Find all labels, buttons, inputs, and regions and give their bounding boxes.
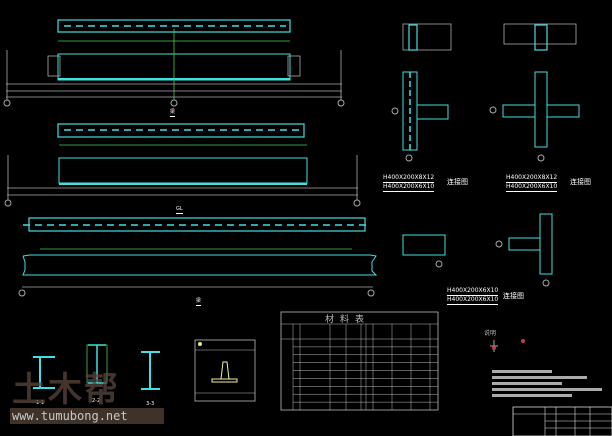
- view-label: 梁: [170, 109, 176, 117]
- beam-stub: [508, 237, 541, 251]
- grid-bubble: [367, 289, 375, 297]
- beam-elevation-3: [18, 217, 378, 297]
- legend-hole-icon: [521, 339, 525, 343]
- grid-bubble: [405, 154, 413, 162]
- detail-title: 连接图: [447, 178, 468, 186]
- detail-plan: [402, 234, 446, 256]
- view-label: GL: [176, 206, 183, 214]
- connection-detail-1: [391, 23, 452, 162]
- material-table: [280, 311, 439, 411]
- grid-bubble: [391, 107, 399, 115]
- column-elevation: [534, 71, 548, 148]
- beam-web-outline: [58, 157, 308, 184]
- legend-hole-icon: [492, 346, 496, 350]
- material-table-title: 材料表: [325, 315, 371, 325]
- notes-title: 说明: [484, 330, 497, 337]
- grid-bubble: [435, 260, 443, 268]
- section-label: H400X200X8X12: [506, 174, 558, 183]
- table-frame: [280, 311, 439, 411]
- section-details: [33, 344, 160, 390]
- column-elevation: [539, 213, 553, 275]
- view-label: 1-1: [36, 400, 45, 406]
- note-line: [492, 382, 562, 385]
- grid-bubble: [489, 106, 497, 114]
- view-label: 3-3: [146, 401, 155, 407]
- beam-web-outline: [22, 254, 378, 276]
- beam-stub-right: [546, 104, 580, 118]
- column-flange: [408, 24, 418, 51]
- beam-stub: [416, 104, 449, 120]
- grid-bubble: [495, 240, 503, 248]
- beam-elevation-1: [3, 19, 345, 107]
- grid-bubble: [542, 279, 550, 287]
- section-label: H400X200X6X10: [383, 183, 435, 192]
- note-line: [492, 376, 587, 379]
- grid-bubble: [18, 289, 26, 297]
- view-label: 2-2: [92, 398, 101, 404]
- section-label: H400X200X6X10: [447, 287, 499, 296]
- title-block: [512, 406, 612, 436]
- section-label: H400X200X6X10: [506, 183, 558, 192]
- grid-bubble: [537, 154, 545, 162]
- connection-detail-2: [489, 23, 580, 162]
- detail-plan: [402, 23, 452, 51]
- beam-elevation-2: [4, 123, 361, 207]
- table-columns: [292, 324, 431, 410]
- end-plate-right: [287, 55, 301, 77]
- section-2-shape: [88, 344, 106, 384]
- note-line: [492, 394, 572, 397]
- beam-stub-left: [502, 104, 536, 118]
- detail-title: 连接图: [503, 292, 524, 300]
- column-flange: [534, 24, 548, 51]
- weld-fin: [220, 361, 230, 380]
- detail-plan: [503, 23, 577, 45]
- grid-bubble: [337, 99, 345, 107]
- detail-title: 连接图: [570, 178, 591, 186]
- weld-symbol-icon: [198, 342, 202, 346]
- section-label: H400X200X8X12: [383, 174, 435, 183]
- weld-plate: [211, 378, 238, 383]
- note-line: [492, 370, 552, 373]
- note-line: [492, 388, 602, 391]
- title-block-frame: [512, 406, 612, 436]
- weld-detail-frame: [194, 339, 256, 402]
- connection-detail-3: [402, 213, 553, 287]
- grid-bubble: [3, 99, 11, 107]
- grid-bubble: [170, 99, 178, 107]
- section-3-shape: [141, 351, 160, 390]
- beam-plan-outline: [57, 123, 305, 138]
- notes-text: [492, 370, 602, 397]
- table-rows: [293, 346, 438, 403]
- grid-bubble: [4, 199, 12, 207]
- end-plate-left: [47, 55, 61, 77]
- grid-bubble: [353, 199, 361, 207]
- view-label: 梁: [196, 298, 202, 306]
- legend: [490, 339, 525, 352]
- section-label: H400X200X6X10: [447, 296, 499, 305]
- weld-detail: [194, 339, 256, 402]
- watermark-logo: 土木帮: [12, 370, 120, 410]
- watermark-url: www.tumubong.net: [10, 408, 164, 424]
- section-1-shape: [33, 356, 55, 389]
